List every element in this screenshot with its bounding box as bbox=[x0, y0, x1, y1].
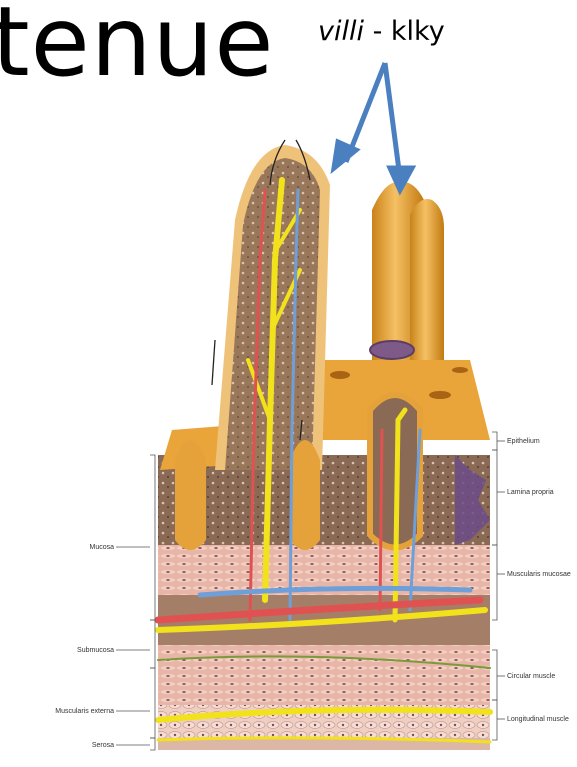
label-epithelium: Epithelium bbox=[507, 438, 540, 445]
villi-pointer-arrows bbox=[334, 63, 412, 190]
label-lamina-propria: Lamina propria bbox=[507, 489, 554, 496]
label-longitudinal-muscle: Longitudinal muscle bbox=[507, 716, 569, 723]
label-circular-muscle: Circular muscle bbox=[507, 673, 555, 680]
label-muscularis-mucosae: Muscularis mucosae bbox=[507, 571, 571, 578]
label-muscularis-externa: Muscularis externa bbox=[55, 708, 114, 715]
right-labels: Epithelium Lamina propria Muscularis muc… bbox=[507, 438, 571, 723]
left-labels: Mucosa Submucosa Muscularis externa Sero… bbox=[55, 544, 114, 749]
label-serosa: Serosa bbox=[92, 742, 114, 749]
label-mucosa: Mucosa bbox=[89, 544, 114, 551]
label-submucosa: Submucosa bbox=[77, 647, 114, 654]
